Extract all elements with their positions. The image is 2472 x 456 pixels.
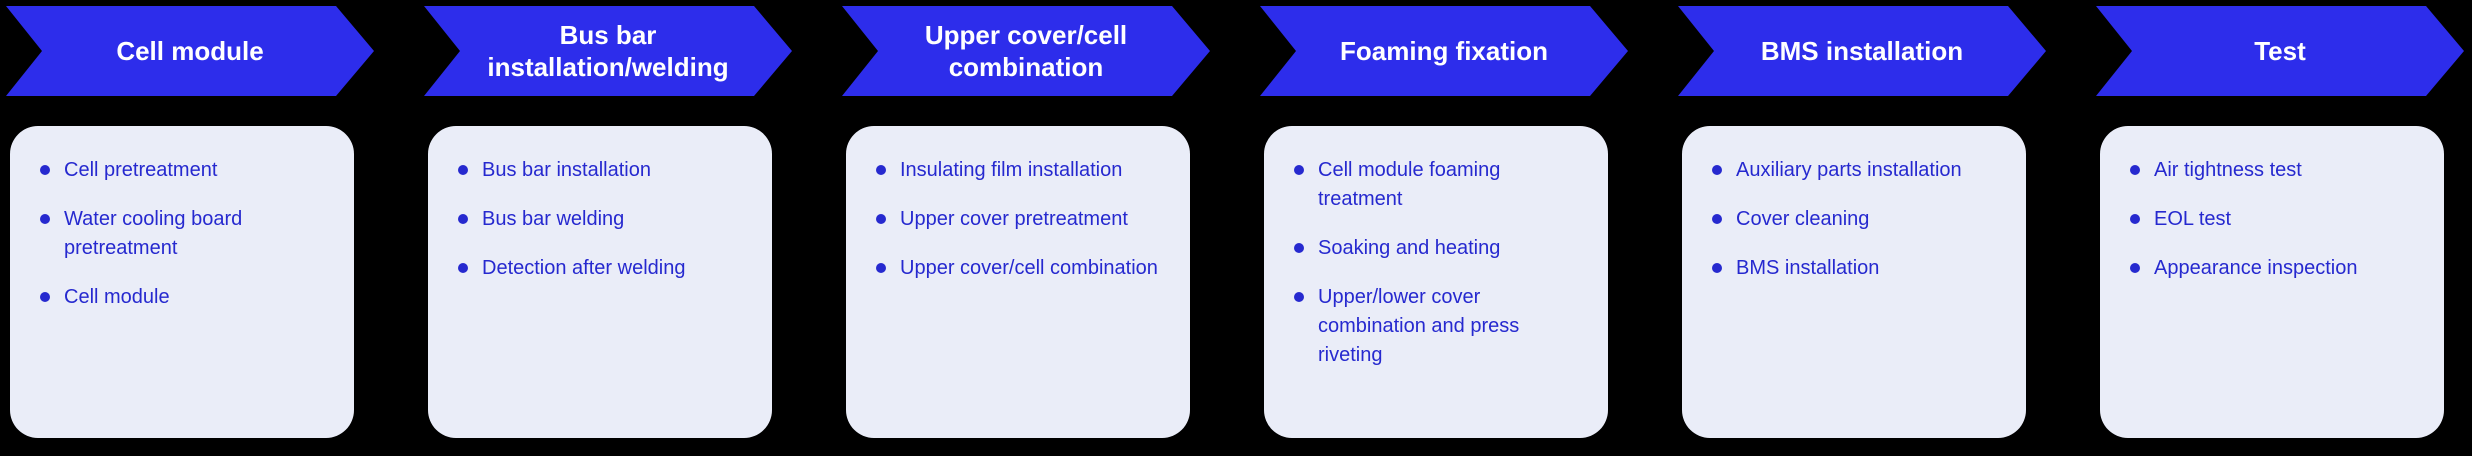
list-item: Upper cover/cell combination [876, 254, 1162, 283]
stage-upper-cover-cell-combination: Upper cover/cell combination Insulating … [846, 6, 1190, 438]
bullet-dot-icon [458, 263, 468, 273]
list-item: Cover cleaning [1712, 205, 1998, 234]
stage-card: Insulating film installation Upper cover… [846, 126, 1190, 438]
stage-item-list: Auxiliary parts installation Cover clean… [1712, 156, 1998, 283]
bullet-dot-icon [1712, 263, 1722, 273]
item-text: Insulating film installation [900, 159, 1123, 181]
item-text: Upper cover pretreatment [900, 208, 1128, 230]
bullet-dot-icon [876, 263, 886, 273]
item-text: Cover cleaning [1736, 208, 1870, 230]
list-item: Upper cover pretreatment [876, 205, 1162, 234]
bullet-dot-icon [458, 165, 468, 175]
list-item: Appearance inspection [2130, 254, 2416, 283]
item-text: Bus bar installation [482, 159, 651, 181]
list-item: BMS installation [1712, 254, 1998, 283]
stage-item-list: Cell pretreatment Water cooling board pr… [40, 156, 326, 312]
bullet-dot-icon [458, 214, 468, 224]
stage-cell-module: Cell module Cell pretreatment Water cool… [10, 6, 354, 438]
bullet-dot-icon [2130, 165, 2140, 175]
stage-card: Auxiliary parts installation Cover clean… [1682, 126, 2026, 438]
item-text: BMS installation [1736, 257, 1880, 279]
item-text: Upper cover/cell combination [900, 257, 1158, 279]
bullet-dot-icon [40, 165, 50, 175]
item-text: Cell pretreatment [64, 159, 218, 181]
stage-arrow: BMS installation [1678, 6, 2046, 96]
list-item: Water cooling board pretreatment [40, 205, 326, 263]
list-item: Auxiliary parts installation [1712, 156, 1998, 185]
stage-arrow: Bus bar installation/welding [424, 6, 792, 96]
list-item: Bus bar installation [458, 156, 744, 185]
bullet-dot-icon [2130, 214, 2140, 224]
item-text: Bus bar welding [482, 208, 625, 230]
stage-arrow: Foaming fixation [1260, 6, 1628, 96]
stage-title: Foaming fixation [1340, 35, 1548, 66]
stage-card: Air tightness test EOL test Appearance i… [2100, 126, 2444, 438]
stage-arrow: Upper cover/cell combination [842, 6, 1210, 96]
stage-title: Bus bar installation/welding [487, 19, 729, 82]
stage-item-list: Cell module foaming treatment Soaking an… [1294, 156, 1580, 370]
stage-card: Bus bar installation Bus bar welding Det… [428, 126, 772, 438]
bullet-dot-icon [40, 214, 50, 224]
bullet-dot-icon [876, 165, 886, 175]
stage-title: BMS installation [1760, 35, 1964, 66]
stage-card: Cell pretreatment Water cooling board pr… [10, 126, 354, 438]
item-text: Appearance inspection [2154, 257, 2358, 279]
list-item: Cell pretreatment [40, 156, 326, 185]
bullet-dot-icon [1712, 165, 1722, 175]
stage-title: Test [2254, 35, 2306, 66]
stage-test: Test Air tightness test EOL test Appeara… [2100, 6, 2444, 438]
list-item: Air tightness test [2130, 156, 2416, 185]
list-item: Bus bar welding [458, 205, 744, 234]
stage-title: Upper cover/cell combination [924, 19, 1128, 82]
item-text: EOL test [2154, 208, 2232, 230]
stage-card: Cell module foaming treatment Soaking an… [1264, 126, 1608, 438]
item-text: Soaking and heating [1318, 237, 1501, 259]
item-text: Auxiliary parts installation [1736, 159, 1962, 181]
item-text: Water cooling board pretreatment [64, 208, 243, 259]
process-flow: Cell module Cell pretreatment Water cool… [0, 0, 2472, 438]
item-text: Cell module [64, 286, 170, 308]
list-item: EOL test [2130, 205, 2416, 234]
list-item: Detection after welding [458, 254, 744, 283]
item-text: Upper/lower cover combination and press … [1318, 286, 1520, 366]
bullet-dot-icon [1712, 214, 1722, 224]
bullet-dot-icon [876, 214, 886, 224]
item-text: Cell module foaming treatment [1318, 159, 1501, 210]
item-text: Air tightness test [2154, 159, 2302, 181]
bullet-dot-icon [40, 292, 50, 302]
bullet-dot-icon [1294, 165, 1304, 175]
list-item: Soaking and heating [1294, 234, 1580, 263]
stage-item-list: Insulating film installation Upper cover… [876, 156, 1162, 283]
list-item: Cell module foaming treatment [1294, 156, 1580, 214]
stage-foaming-fixation: Foaming fixation Cell module foaming tre… [1264, 6, 1608, 438]
stage-item-list: Air tightness test EOL test Appearance i… [2130, 156, 2416, 283]
bullet-dot-icon [2130, 263, 2140, 273]
list-item: Cell module [40, 283, 326, 312]
item-text: Detection after welding [482, 257, 686, 279]
stage-arrow: Test [2096, 6, 2464, 96]
stage-title: Cell module [116, 35, 264, 66]
bullet-dot-icon [1294, 292, 1304, 302]
list-item: Upper/lower cover combination and press … [1294, 283, 1580, 370]
stage-item-list: Bus bar installation Bus bar welding Det… [458, 156, 744, 283]
list-item: Insulating film installation [876, 156, 1162, 185]
stage-arrow: Cell module [6, 6, 374, 96]
stage-bus-bar-installation-welding: Bus bar installation/welding Bus bar ins… [428, 6, 772, 438]
bullet-dot-icon [1294, 243, 1304, 253]
stage-bms-installation: BMS installation Auxiliary parts install… [1682, 6, 2026, 438]
